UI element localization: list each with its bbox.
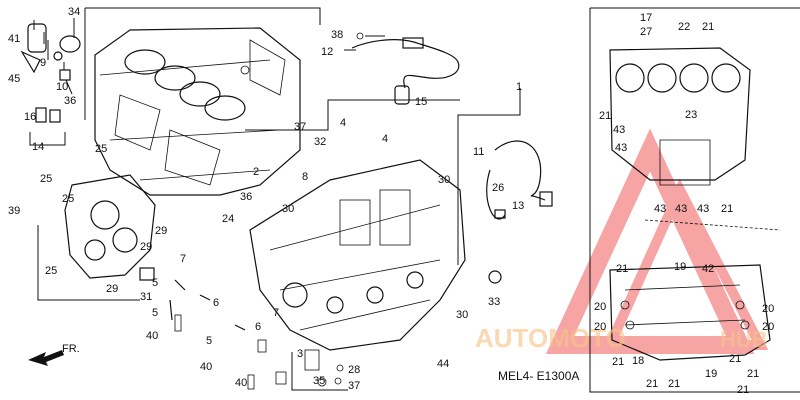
callout-43: 43 [615, 142, 627, 154]
leader-lines [33, 18, 521, 265]
callout-29: 29 [140, 241, 152, 253]
callout-29: 29 [106, 283, 118, 295]
callout-30: 30 [282, 203, 294, 215]
watermark-logo [545, 128, 769, 354]
callout-43: 43 [613, 124, 625, 136]
bolts-column [139, 267, 348, 391]
callout-40: 40 [235, 377, 247, 389]
sensor-harness [351, 32, 460, 105]
callout-9: 9 [40, 57, 46, 69]
callout-37: 37 [294, 121, 306, 133]
callout-37: 37 [348, 380, 360, 392]
callout-31: 31 [140, 291, 152, 303]
callout-4: 4 [340, 117, 346, 129]
callout-5: 5 [152, 307, 158, 319]
callout-27: 27 [640, 26, 652, 38]
watermark-brand-left: AUTOMOTO [475, 323, 626, 353]
callout-30: 30 [438, 174, 450, 186]
callout-21: 21 [646, 378, 658, 390]
cylinder-block-right [589, 7, 800, 393]
callout-8: 8 [302, 171, 308, 183]
callout-21: 21 [737, 384, 749, 396]
callout-7: 7 [180, 253, 186, 265]
callout-43: 43 [697, 203, 709, 215]
callout-39: 39 [8, 205, 20, 217]
oil-pan [609, 219, 781, 361]
callout-14: 14 [32, 141, 44, 153]
callout-21: 21 [668, 378, 680, 390]
callout-45: 45 [8, 73, 20, 85]
callout-25: 25 [45, 265, 57, 277]
left-small-parts [20, 23, 81, 146]
callout-28: 28 [348, 364, 360, 376]
callout-21: 21 [729, 353, 741, 365]
callout-26: 26 [492, 182, 504, 194]
callout-43: 43 [654, 203, 666, 215]
callout-20: 20 [762, 303, 774, 315]
callout-20: 20 [594, 321, 606, 333]
callout-21: 21 [702, 21, 714, 33]
callout-22: 22 [678, 21, 690, 33]
callout-33: 33 [488, 296, 500, 308]
callout-35: 35 [313, 375, 325, 387]
callout-5: 5 [206, 335, 212, 347]
callout-32: 32 [314, 136, 326, 148]
callout-25: 25 [95, 143, 107, 155]
callout-10: 10 [56, 81, 68, 93]
callout-21: 21 [612, 356, 624, 368]
callout-20: 20 [762, 321, 774, 333]
callout-43: 43 [675, 203, 687, 215]
upper-crankcase [84, 7, 321, 196]
callout-20: 20 [594, 301, 606, 313]
callout-36: 36 [64, 95, 76, 107]
callout-3: 3 [297, 348, 303, 360]
diagram-code: MEL4- E1300A [498, 369, 579, 383]
callout-44: 44 [437, 358, 449, 370]
callout-30: 30 [456, 309, 468, 321]
callout-34: 34 [68, 6, 80, 18]
speed-sensor-wire [486, 140, 553, 220]
lower-crankcase [245, 99, 502, 351]
callout-40: 40 [200, 361, 212, 373]
callout-2: 2 [253, 166, 259, 178]
callout-19: 19 [674, 261, 686, 273]
callout-5: 5 [152, 277, 158, 289]
callout-11: 11 [473, 146, 484, 158]
watermark-brand-right: HUB [720, 327, 768, 352]
callout-19: 19 [705, 368, 717, 380]
callout-21: 21 [599, 110, 611, 122]
callout-17: 17 [640, 12, 652, 24]
callout-18: 18 [632, 355, 644, 367]
callout-21: 21 [721, 203, 733, 215]
callout-21: 21 [616, 263, 628, 275]
callout-29: 29 [155, 225, 167, 237]
callout-24: 24 [222, 213, 234, 225]
callout-25: 25 [40, 173, 52, 185]
callout-6: 6 [213, 297, 219, 309]
front-arrow: FR. [28, 343, 80, 366]
crankcase-cover [37, 174, 156, 301]
callout-40: 40 [146, 330, 158, 342]
callout-4: 4 [382, 133, 388, 145]
callout-6: 6 [255, 321, 261, 333]
callout-23: 23 [685, 109, 697, 121]
callout-41: 41 [8, 33, 20, 45]
callout-38: 38 [331, 29, 343, 41]
front-arrow-label: FR. [62, 343, 80, 355]
callout-1: 1 [516, 81, 522, 93]
callout-16: 16 [24, 111, 36, 123]
callout-13: 13 [512, 200, 524, 212]
callout-25: 25 [62, 193, 74, 205]
callout-15: 15 [415, 96, 427, 108]
callout-7: 7 [273, 307, 279, 319]
watermark-brand: AUTOMOTO HUB [475, 323, 768, 353]
callout-21: 21 [747, 368, 759, 380]
callout-42: 42 [702, 263, 714, 275]
callout-36: 36 [240, 191, 252, 203]
callout-12: 12 [321, 46, 333, 58]
callout-labels: 41 34 9 45 10 36 16 14 38 12 15 37 32 4 … [8, 6, 774, 396]
